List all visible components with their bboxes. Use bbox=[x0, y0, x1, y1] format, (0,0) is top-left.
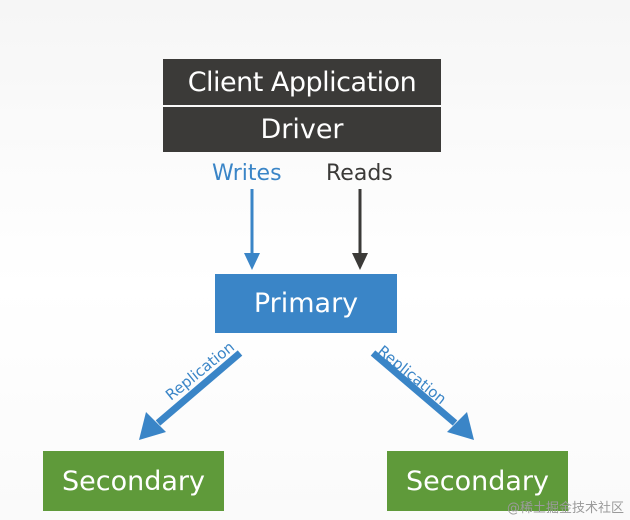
watermark: @稀土掘金技术社区 bbox=[506, 501, 624, 516]
secondary-left-box: Secondary bbox=[43, 451, 224, 511]
writes-arrow-head bbox=[244, 253, 260, 270]
primary-box: Primary bbox=[215, 274, 397, 333]
secondary-right-box: Secondary bbox=[387, 451, 568, 511]
replication-left-arrow-shaft bbox=[155, 350, 243, 426]
writes-label: Writes bbox=[212, 161, 282, 186]
driver-box: Driver bbox=[163, 107, 441, 152]
client-application-box: Client Application bbox=[163, 59, 441, 105]
replication-left-arrow-head bbox=[139, 412, 166, 440]
replication-right-arrow-head bbox=[447, 412, 474, 440]
reads-arrow-head bbox=[352, 253, 368, 270]
reads-label: Reads bbox=[326, 161, 393, 186]
replication-right-arrow-shaft bbox=[370, 350, 458, 426]
